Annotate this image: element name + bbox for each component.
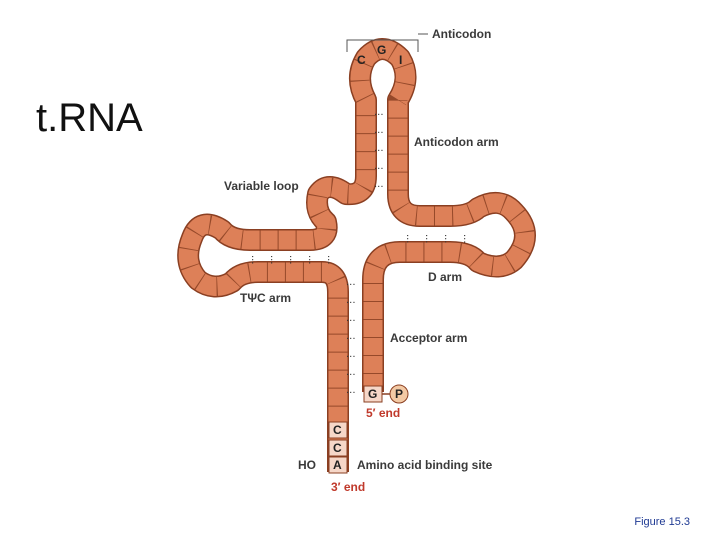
three-prime-end-label: 3′ end xyxy=(331,480,365,494)
svg-text:···: ··· xyxy=(374,128,384,139)
svg-text:···: ··· xyxy=(346,334,356,345)
anticodon-base-1: C xyxy=(357,53,366,67)
ho-label: HO xyxy=(298,458,316,472)
svg-text:···: ··· xyxy=(346,352,356,363)
svg-text:···: ··· xyxy=(346,370,356,381)
variable-loop-label: Variable loop xyxy=(224,179,299,193)
svg-text:···: ··· xyxy=(401,234,412,244)
anticodon-base-3: I xyxy=(399,53,402,67)
terminal-base-3: A xyxy=(333,458,342,472)
svg-text:···: ··· xyxy=(246,255,257,265)
five-prime-end-label: 5′ end xyxy=(366,406,400,420)
svg-text:···: ··· xyxy=(346,388,356,399)
anticodon-label: Anticodon xyxy=(432,27,491,41)
phosphate-label: P xyxy=(395,387,403,401)
anticodon-base-2: G xyxy=(377,43,386,57)
svg-text:···: ··· xyxy=(346,280,356,291)
svg-text:···: ··· xyxy=(265,255,276,265)
svg-text:···: ··· xyxy=(374,182,384,193)
tpsic-arm-label: TΨC arm xyxy=(240,291,291,305)
figure-label: Figure 15.3 xyxy=(634,516,690,528)
svg-text:···: ··· xyxy=(284,255,295,265)
svg-text:···: ··· xyxy=(303,255,314,265)
svg-text:···: ··· xyxy=(420,234,431,244)
terminal-cca: C C A xyxy=(329,422,347,473)
acceptor-arm-label: Acceptor arm xyxy=(390,331,467,345)
svg-text:···: ··· xyxy=(458,234,469,244)
svg-text:···: ··· xyxy=(322,255,333,265)
amino-acid-site-label: Amino acid binding site xyxy=(357,458,493,472)
svg-text:···: ··· xyxy=(346,298,356,309)
anticodon-arm-label: Anticodon arm xyxy=(414,135,499,149)
svg-text:···: ··· xyxy=(374,110,384,121)
svg-text:···: ··· xyxy=(346,316,356,327)
svg-text:···: ··· xyxy=(439,234,450,244)
svg-text:···: ··· xyxy=(374,146,384,157)
five-prime-base: G xyxy=(368,387,377,401)
terminal-base-2: C xyxy=(333,441,342,455)
trna-strand xyxy=(188,49,525,472)
d-arm-label: D arm xyxy=(428,270,462,284)
svg-text:···: ··· xyxy=(374,164,384,175)
terminal-base-1: C xyxy=(333,423,342,437)
